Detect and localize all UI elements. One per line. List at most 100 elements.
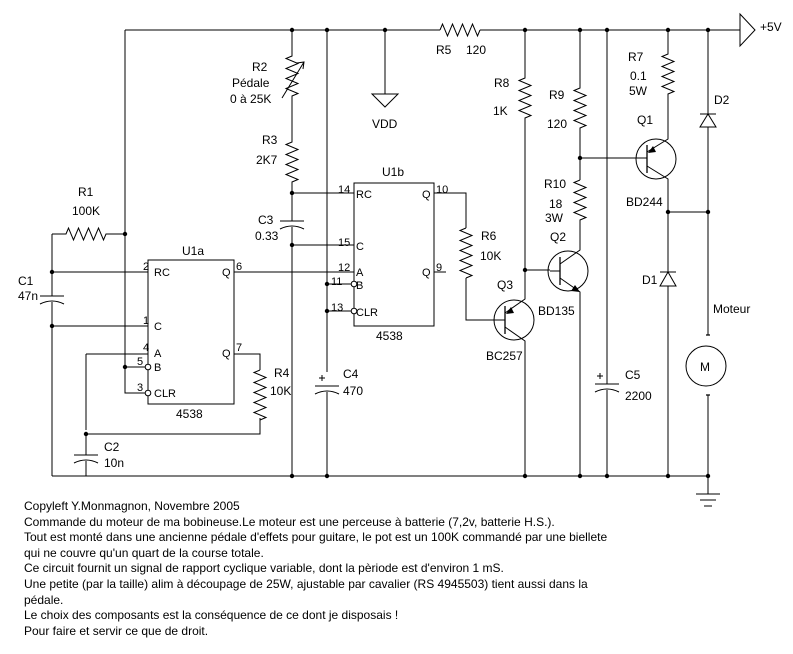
q2-ref: Q2 [550,230,566,244]
u1b-pin10: 10 [436,184,448,196]
vcc-arrow [739,12,756,48]
c1-ref: C1 [18,274,34,288]
u1a-part: 4538 [176,407,203,421]
description-notes: Copyleft Y.Monmagnon, Novembre 2005 Comm… [24,499,784,639]
transistor-q3: Q3 BC257 [486,270,535,476]
c5-value: 2200 [625,389,652,403]
r4-value: 10K [270,384,291,398]
u1b-qn-label: Q [422,267,431,279]
diode-d1: D1 [642,212,677,476]
note-line: Tout est monté dans une ancienne pédale … [24,530,608,545]
ic-u1a: U1a 4538 RC C A B CLR Q Q 2 1 4 5 3 6 7 [137,244,242,421]
note-line: Copyleft Y.Monmagnon, Novembre 2005 [24,499,240,513]
c4-value: 470 [343,384,363,398]
u1b-rc-label: RC [356,189,372,201]
r10-value1: 18 [549,197,563,211]
r2-value2: 0 à 25K [230,92,271,106]
c3-value: 0.33 [255,229,279,243]
q1-ref: Q1 [637,113,653,127]
u1a-pin4: 4 [143,342,149,354]
resistor-r3: R3 2K7 [256,112,300,193]
r10-value2: 3W [545,211,564,225]
u1b-pin15: 15 [338,237,350,249]
u1a-clr-label: CLR [154,388,176,400]
r7-value2: 5W [629,84,648,98]
r3-value: 2K7 [256,153,278,167]
c3-ref: C3 [258,213,274,227]
r9-value: 120 [547,117,567,131]
vdd-symbol: VDD [370,30,400,131]
potentiometer-r2: R2 Pédale 0 à 25K [230,30,305,112]
resistor-r5: R5 120 [436,22,486,57]
u1b-b-label: B [356,280,363,292]
capacitor-c1: C1 47n [18,234,65,476]
u1b-a-label: A [356,267,364,279]
r8-value: 1K [493,104,508,118]
u1b-clr-bubble [350,307,358,315]
r9-ref: R9 [549,88,565,102]
motor-label: Moteur [713,302,750,316]
capacitor-c2: C2 10n [73,434,124,476]
r3-ref: R3 [262,133,278,147]
c4-ref: C4 [343,367,359,381]
u1b-pin11: 11 [331,276,342,288]
transistor-q1: Q1 BD244 [626,113,677,212]
c2-ref: C2 [104,440,120,454]
resistor-r10: R10 18 3W [544,177,588,246]
note-line: Ce circuit fournit un signal de rapport … [24,561,504,576]
q3-part: BC257 [486,349,523,363]
supply-rail: +5V [125,12,782,48]
note-line: Pour faire et servir ce que de droit. [24,623,209,638]
resistor-r8: R8 1K [493,30,533,270]
u1b-c-label: C [356,241,364,253]
u1a-qn-label: Q [222,348,231,360]
r7-ref: R7 [628,50,644,64]
r6-value: 10K [480,249,501,263]
r8-ref: R8 [494,76,510,90]
ground-symbol [696,493,720,507]
motor-m: M Moteur [685,212,750,494]
resistor-r4: R4 10K [252,366,291,421]
note-line: qui ne couvre qu'un quart de la course t… [24,545,264,560]
c5-ref: C5 [625,368,641,382]
vcc-label: +5V [760,20,782,34]
transistor-q2: Q2 BD135 [538,230,589,476]
resistor-r1: R1 100K [52,185,125,242]
r5-value: 120 [466,43,486,57]
note-line: Commande du moteur de ma bobineuse.Le mo… [24,514,555,529]
u1b-pin13: 13 [331,302,343,314]
r10-ref: R10 [544,177,566,191]
vdd-label: VDD [372,117,398,131]
u1b-ref: U1b [382,165,404,179]
ic-u1b: U1b 4538 RC C A B CLR Q Q 14 15 12 11 13… [331,165,448,343]
r4-ref: R4 [274,366,290,380]
note-line: pédale. [24,592,64,607]
u1a-pin1: 1 [143,315,149,327]
motor-symbol: M [700,360,710,374]
resistor-r6: R6 10K [458,227,501,279]
capacitor-c3: C3 0.33 [255,193,305,476]
q2-part: BD135 [538,304,575,318]
u1a-q-label: Q [222,267,231,279]
u1a-rc-label: RC [154,267,170,279]
u1b-pin9: 9 [436,262,442,274]
c1-value: 47n [18,289,38,303]
u1b-part: 4538 [376,329,403,343]
u1b-pin14: 14 [338,184,350,196]
u1a-pin6: 6 [236,261,242,273]
q3-ref: Q3 [497,278,513,292]
r2-value1: Pédale [232,76,270,90]
note-line: Une petite (par la taille) alim à découp… [24,576,588,591]
u1a-ref: U1a [182,244,204,258]
diode-d2: D2 [699,30,730,212]
r1-ref: R1 [78,185,94,199]
u1a-clr-bubble [144,389,152,397]
u1a-b-label: B [154,362,161,374]
c2-value: 10n [104,456,124,470]
r5-ref: R5 [436,43,452,57]
r6-ref: R6 [481,229,497,243]
u1a-pin5: 5 [137,356,143,368]
u1a-a-label: A [154,348,162,360]
resistor-r9: R9 120 [547,30,588,180]
